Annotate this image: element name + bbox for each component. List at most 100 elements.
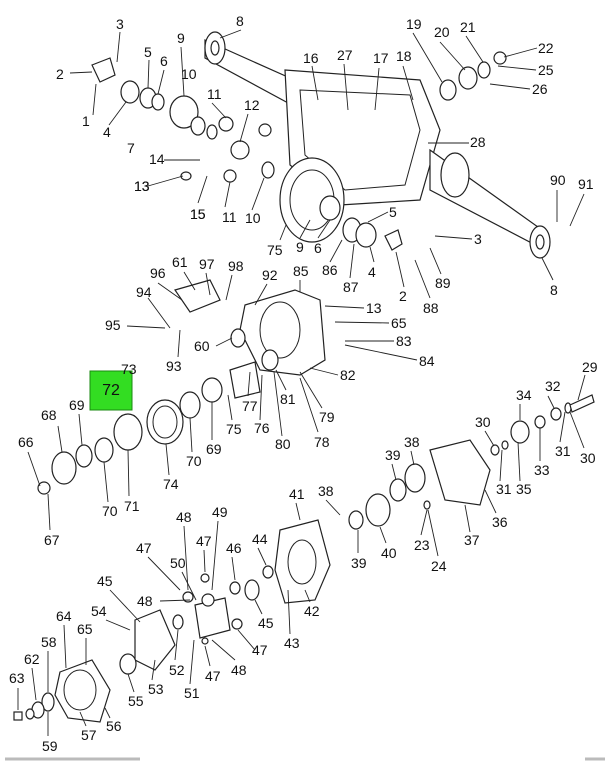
callout-43: 43 [284,635,300,651]
callout-62: 62 [24,651,40,667]
callout-41: 41 [289,486,305,502]
highlighted-part-label: 72 [102,382,120,399]
callout-56: 56 [106,718,122,734]
callout-5b: 5 [389,204,397,220]
callout-94: 94 [136,284,152,300]
callout-12: 12 [244,97,260,113]
callout-82: 82 [340,367,356,383]
upper-right-parts [342,51,507,251]
upper-small-parts [91,57,275,183]
callout-4: 4 [103,124,111,140]
callout-10b: 10 [245,210,261,226]
callout-17: 17 [373,50,389,66]
lower-left-housing [13,609,176,723]
callout-75: 75 [267,242,283,258]
callout-58: 58 [41,634,57,650]
callout-32: 32 [545,378,561,394]
callout-80: 80 [275,436,291,452]
callout-13: 13 [134,178,150,194]
callout-8: 8 [236,13,244,29]
callout-4b: 4 [368,264,376,280]
callout-60: 60 [194,338,210,354]
callout-20: 20 [434,24,450,40]
callout-45: 45 [97,573,113,589]
callout-50: 50 [170,555,186,571]
callout-85: 85 [293,263,309,279]
ring-gear [279,157,345,243]
callout-9: 9 [177,30,185,46]
callout-69: 69 [69,397,85,413]
callout-9b: 9 [296,239,304,255]
callout-84: 84 [419,353,435,369]
callout-74: 74 [163,476,179,492]
lower-differential [172,519,331,645]
callout-7: 7 [127,140,135,156]
callout-13c: 13 [366,300,382,316]
callout-18: 18 [396,48,412,64]
callout-87: 87 [343,279,359,295]
callout-42: 42 [304,603,320,619]
callout-98: 98 [228,258,244,274]
callout-78: 78 [314,434,330,450]
callout-47d: 47 [205,668,221,684]
callout-88: 88 [423,300,439,316]
footer-strip [0,754,610,761]
callout-31b: 31 [496,481,512,497]
callout-13b: 13 [134,178,150,194]
callout-8b: 8 [550,282,558,298]
highlighted-part-marker[interactable]: 72 [89,370,133,411]
callout-65b: 65 [77,621,93,637]
callout-21: 21 [460,19,476,35]
callout-36: 36 [492,514,508,530]
callout-2: 2 [56,66,64,82]
callout-68: 68 [41,407,57,423]
callout-92: 92 [262,267,278,283]
callout-57: 57 [81,727,97,743]
callout-3: 3 [116,16,124,32]
callout-86: 86 [322,262,338,278]
callout-71: 71 [124,498,140,514]
callout-35: 35 [516,481,532,497]
callout-46: 46 [226,540,242,556]
callout-95: 95 [105,317,121,333]
callout-19: 19 [406,16,422,32]
callout-70: 70 [186,453,202,469]
callout-59: 59 [42,738,58,754]
callout-11: 11 [207,86,222,102]
callout-66: 66 [18,434,34,450]
callout-25: 25 [538,62,554,78]
callout-90: 90 [550,172,566,188]
callout-31: 31 [555,443,571,459]
callout-93: 93 [166,358,182,374]
callout-47: 47 [136,540,152,556]
callout-14: 14 [149,151,165,167]
callout-76: 76 [254,420,270,436]
callout-67: 67 [44,532,60,548]
callout-34: 34 [516,387,532,403]
callout-64: 64 [56,608,72,624]
callout-45b: 45 [258,615,274,631]
callout-6b: 6 [314,240,322,256]
callout-55: 55 [128,693,144,709]
callout-48: 48 [176,509,192,525]
callout-38b: 38 [318,483,334,499]
callout-70b: 70 [102,503,118,519]
callout-75b: 75 [226,421,242,437]
callout-labels: 1 2 3 4 5 6 7 8 9 10 11 12 13 14 15 16 1… [9,13,598,754]
callout-65: 65 [391,315,407,331]
callout-63: 63 [9,670,25,686]
callout-30: 30 [475,414,491,430]
callout-91: 91 [578,176,594,192]
callout-5: 5 [144,44,152,60]
callout-83: 83 [396,333,412,349]
callout-52: 52 [169,662,185,678]
callout-3b: 3 [474,231,482,247]
pinion-stack [37,391,201,495]
callout-89: 89 [435,275,451,291]
callout-53: 53 [148,681,164,697]
callout-47c: 47 [252,642,268,658]
callout-48b: 48 [137,593,153,609]
callout-73: 73 [121,361,137,377]
callout-38: 38 [404,434,420,450]
